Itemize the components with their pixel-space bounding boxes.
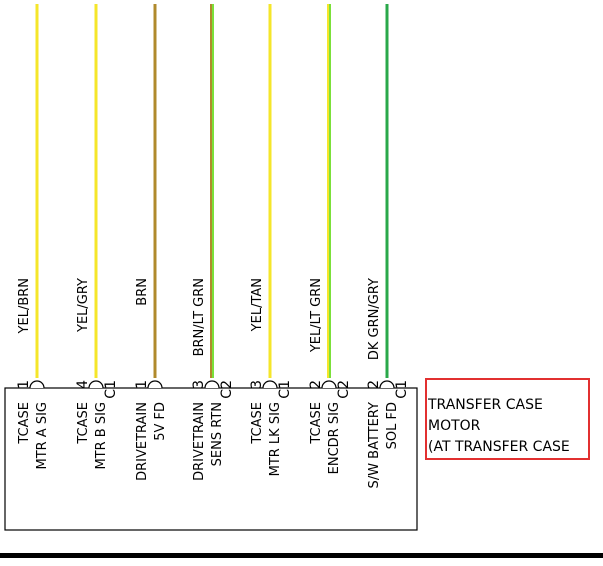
pin-number-6: 2 [308,380,324,389]
wire-color-label-3: BRN [135,278,150,306]
circuit-name-1-line-2: MTR A SIG [35,402,50,470]
circuit-name-7-line-1: S/W BATTERY [367,402,382,488]
circuit-name-3-line-1: DRIVETRAIN [135,402,150,481]
wire-color-label-2: YEL/GRY [76,278,91,333]
pin-socket-3 [147,380,163,389]
pin-number-7: 2 [366,380,382,389]
connector-id-5: C1 [277,380,293,399]
wire-color-label-4: BRN/LT GRN [192,278,207,356]
pin-socket-5 [262,380,278,389]
pin-number-4: 3 [191,380,207,389]
circuit-name-7-line-2: SOL FD [385,402,400,449]
circuit-name-2-line-2: MTR B SIG [94,402,109,470]
pin-socket-4 [204,380,220,389]
pin-number-3: 1 [134,380,150,389]
connector-id-4: C2 [219,380,235,399]
circuit-name-4-line-2: SENS RTN [210,402,225,466]
pin-socket-7 [379,380,395,389]
connector-id-7: C1 [394,380,410,399]
component-label-line-1: TRANSFER CASE [428,397,543,413]
circuit-name-2-line-1: TCASE [76,402,91,445]
wire-color-label-1: YEL/BRN [17,278,32,334]
connector-id-2: C1 [103,380,119,399]
connector-id-6: C2 [336,380,352,399]
component-highlight-box [425,378,590,460]
pin-socket-6 [321,380,337,389]
wire-color-label-7: DK GRN/GRY [367,278,382,360]
circuit-name-1-line-1: TCASE [17,402,32,445]
circuit-name-5-line-1: TCASE [250,402,265,445]
wire-color-label-6: YEL/LT GRN [309,278,324,353]
pin-socket-2 [88,380,104,389]
wire-color-label-5: YEL/TAN [250,278,265,332]
pin-number-5: 3 [249,380,265,389]
circuit-name-3-line-2: 5V FD [153,402,168,441]
component-label-line-3: (AT TRANSFER CASE [428,439,570,455]
pin-number-2: 4 [75,380,91,389]
circuit-name-4-line-1: DRIVETRAIN [192,402,207,481]
circuit-name-6-line-2: ENCDR SIG [327,402,342,474]
component-label: TRANSFER CASE MOTOR (AT TRANSFER CASE [428,395,603,458]
bottom-border [0,553,603,558]
circuit-name-5-line-2: MTR LK SIG [268,402,283,476]
circuit-name-6-line-1: TCASE [309,402,324,445]
component-label-line-2: MOTOR [428,418,481,434]
pin-number-1: 1 [16,380,32,389]
pin-socket-1 [29,380,45,389]
